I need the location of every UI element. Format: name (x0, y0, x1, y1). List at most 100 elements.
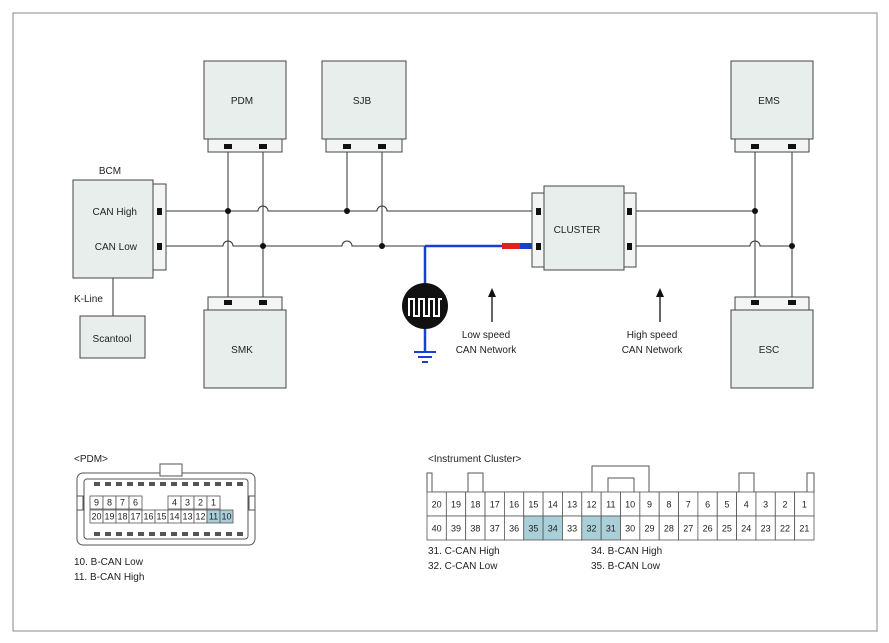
cluster-pin-label: 19 (451, 500, 461, 510)
wiring (112, 149, 793, 316)
bcm-can-low-label: CAN Low (95, 242, 138, 253)
smk-label: SMK (231, 345, 253, 356)
ground-icon (414, 351, 436, 363)
pdm-pin-label: 9 (94, 498, 99, 508)
esc-label: ESC (759, 345, 780, 356)
cluster-module: CLUSTER (531, 185, 637, 271)
cluster-pin-label: 8 (666, 500, 671, 510)
pdm-pin-label: 10 (221, 512, 231, 522)
high-speed-label: High speed (627, 330, 678, 341)
kline-label: K-Line (74, 294, 103, 305)
pdm-connector-title: <PDM> (74, 454, 108, 465)
esc-module: ESC (730, 296, 814, 389)
cluster-pin-label: 7 (686, 500, 691, 510)
oscilloscope-icon (402, 283, 448, 329)
arrow-up-icon (488, 288, 496, 322)
cluster-pin-label: 21 (799, 524, 809, 534)
pdm-pin-cell (219, 509, 234, 524)
cluster-pin-label: 27 (683, 524, 693, 534)
cluster-legend-34: 34. B-CAN High (591, 546, 662, 557)
sjb-label: SJB (353, 96, 372, 107)
pdm-pin-label: 16 (143, 512, 153, 522)
junction-dots (225, 208, 795, 249)
pdm-module: PDM (203, 60, 287, 153)
cluster-pin-label: 6 (705, 500, 710, 510)
pdm-pin-label: 12 (195, 512, 205, 522)
cluster-pin-label: 18 (470, 500, 480, 510)
low-speed-network-label: CAN Network (456, 345, 518, 356)
cluster-pin-label: 5 (724, 500, 729, 510)
cluster-pin-label: 1 (802, 500, 807, 510)
pdm-pin-label: 3 (185, 498, 190, 508)
ems-module: EMS (730, 60, 814, 153)
bcm-module: BCM CAN High CAN Low (72, 166, 167, 279)
pdm-pin-label: 18 (117, 512, 127, 522)
scantool-label: Scantool (93, 334, 132, 345)
low-speed-label: Low speed (462, 330, 510, 341)
cluster-pin-label: 38 (470, 524, 480, 534)
cluster-pin-label: 32 (586, 524, 596, 534)
pdm-pin-label: 8 (107, 498, 112, 508)
cluster-pin-label: 13 (567, 500, 577, 510)
cluster-pin-label: 14 (548, 500, 558, 510)
cluster-pin-label: 39 (451, 524, 461, 534)
cluster-pin-label: 30 (625, 524, 635, 534)
cluster-pin-label: 23 (761, 524, 771, 534)
pdm-pin-label: 19 (104, 512, 114, 522)
cluster-pin-label: 31 (606, 524, 616, 534)
cluster-pin-label: 34 (548, 524, 558, 534)
cluster-pin-label: 22 (780, 524, 790, 534)
cluster-pin-label: 25 (722, 524, 732, 534)
cluster-pin-label: 11 (606, 500, 615, 510)
cluster-pin-label: 3 (763, 500, 768, 510)
pdm-pin-label: 1 (211, 498, 216, 508)
pdm-pin-cell (206, 495, 221, 510)
pdm-pin-cell (128, 495, 143, 510)
pdm-pin-label: 17 (130, 512, 140, 522)
scantool-module: Scantool (79, 315, 146, 359)
pdm-connector-teeth (94, 482, 243, 536)
cluster-connector-title: <Instrument Cluster> (428, 454, 522, 465)
cluster-pin-cell (794, 515, 815, 541)
cluster-pin-label: 20 (432, 500, 442, 510)
cluster-pin-label: 2 (782, 500, 787, 510)
pdm-pin-label: 4 (172, 498, 177, 508)
cluster-pin-label: 26 (703, 524, 713, 534)
cluster-pin-label: 16 (509, 500, 519, 510)
cluster-pin-label: 24 (741, 524, 751, 534)
cluster-pin-label: 29 (645, 524, 655, 534)
cluster-pin-label: 12 (586, 500, 596, 510)
cluster-pin-label: 17 (490, 500, 500, 510)
smk-module: SMK (203, 296, 287, 389)
cluster-pin-label: 4 (744, 500, 749, 510)
ems-label: EMS (758, 96, 780, 107)
pdm-pin-label: 15 (156, 512, 166, 522)
pdm-pin-label: 2 (198, 498, 203, 508)
pdm-pin-label: 14 (169, 512, 179, 522)
cluster-label: CLUSTER (554, 225, 601, 236)
cluster-legend-32: 32. C-CAN Low (428, 561, 498, 572)
sjb-module: SJB (321, 60, 407, 153)
pdm-pin-label: 20 (91, 512, 101, 522)
pdm-label: PDM (231, 96, 253, 107)
pdm-pin-label: 6 (133, 498, 138, 508)
bcm-can-high-label: CAN High (93, 207, 137, 218)
arrow-up-icon (656, 288, 664, 322)
high-speed-network-label: CAN Network (622, 345, 684, 356)
cluster-pin-label: 36 (509, 524, 519, 534)
cluster-legend-35: 35. B-CAN Low (591, 561, 661, 572)
cluster-pin-label: 15 (528, 500, 538, 510)
cluster-legend-31: 31. C-CAN High (428, 546, 500, 557)
cluster-pin-label: 37 (490, 524, 500, 534)
cluster-pin-label: 33 (567, 524, 577, 534)
bcm-label: BCM (99, 166, 121, 177)
pdm-pin-label: 11 (209, 512, 218, 522)
cluster-pin-label: 9 (647, 500, 652, 510)
pdm-pin-label: 7 (120, 498, 125, 508)
cluster-pin-label: 35 (528, 524, 538, 534)
